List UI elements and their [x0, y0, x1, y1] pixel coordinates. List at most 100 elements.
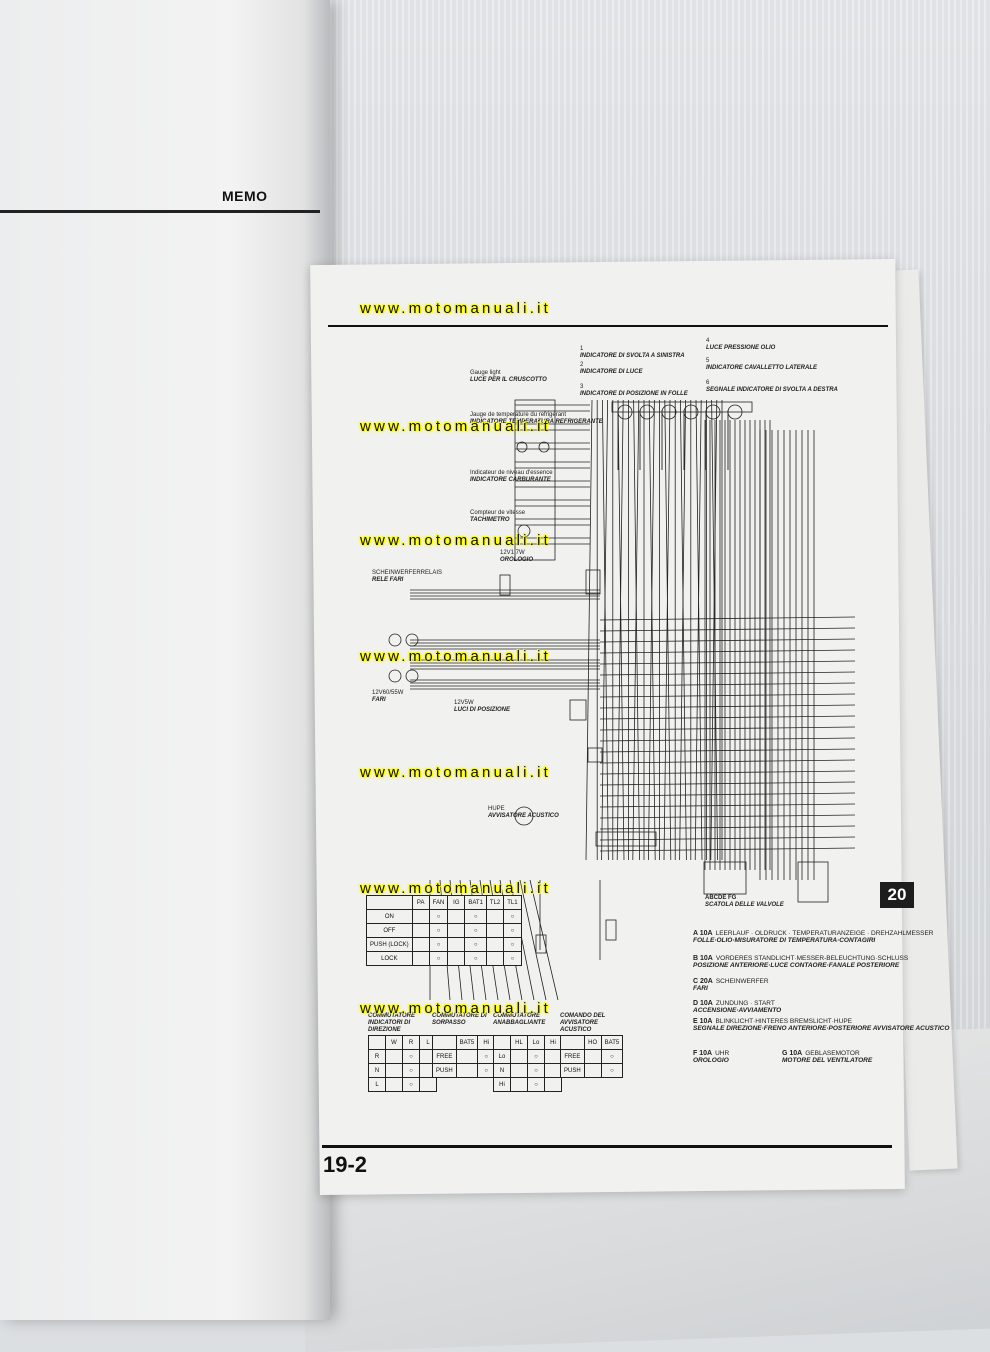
diagram-label-top: 12V5W	[454, 700, 474, 706]
switch-header-cell: HO	[583, 1035, 602, 1050]
switch-cell: ○	[402, 1049, 420, 1064]
watermark-text: www.motomanuali.it	[360, 418, 551, 435]
diagram-label-italic: LUCI DI POSIZIONE	[454, 707, 511, 713]
switch-row-label: N	[493, 1063, 511, 1078]
wire	[599, 726, 856, 731]
watermark-text: www.motomanuali.it	[360, 532, 551, 549]
switch-cell: ○	[464, 951, 487, 966]
footer-rule	[322, 1145, 892, 1148]
switch-cell	[485, 909, 505, 924]
connector	[535, 934, 547, 954]
wire	[599, 759, 856, 764]
switch-row-label: FREE	[432, 1049, 457, 1064]
switch-cell: ○	[503, 909, 522, 924]
switch-header-cell: W	[385, 1035, 403, 1050]
switch-row-label: Lo	[493, 1049, 511, 1064]
diagram-label-italic: INDICATORE CAVALLETTO LATERALE	[706, 365, 817, 371]
switch-cell: ○	[464, 909, 487, 924]
lamp-symbol	[388, 633, 402, 647]
wire	[599, 660, 856, 665]
fuse-line2: OROLOGIO	[693, 1057, 729, 1064]
valve-box-title: SCATOLA DELLE VALVOLE	[705, 902, 784, 908]
switch-title-text: COMMUTATORE ANABBAGLIANTE	[493, 1013, 546, 1026]
switch-cell	[385, 1049, 403, 1064]
watermark-text: www.motomanuali.it	[360, 648, 551, 665]
switch-title-text: COMMUTATORE INDICATORI DI DIREZIONE	[368, 1013, 415, 1033]
switch-cell	[447, 951, 466, 966]
fuse-id: G 10A	[782, 1050, 803, 1057]
wire	[599, 803, 856, 808]
switch-cell	[447, 937, 466, 952]
switch-row-label: ON	[366, 909, 413, 924]
diagram-label-italic: RELE FARI	[372, 577, 404, 583]
connector	[514, 399, 556, 561]
switch-title: COMMUTATORE DI SORPASSO	[432, 1013, 492, 1027]
section-tab[interactable]: 20	[880, 882, 914, 908]
memo-rule	[0, 210, 320, 213]
switch-cell	[485, 951, 505, 966]
fuse-line1: SCHEINWERFER	[715, 978, 769, 985]
diagram-label-italic: INDICATORE DI SVOLTA A SINISTRA	[580, 353, 685, 359]
diagram-label-italic: INDICATORE DI POSIZIONE IN FOLLE	[580, 391, 688, 397]
switch-cell: ○	[402, 1077, 420, 1092]
diagram-label-top: SCHEINWERFERRELAIS	[372, 570, 443, 576]
wire	[599, 638, 856, 643]
wire	[599, 770, 856, 775]
wire	[599, 693, 856, 698]
fuse-line1: LEERLAUF · OLDRUCK · TEMPERATURANZEIGE ·…	[715, 930, 934, 937]
switch-title: COMANDO DEL AVVISATORE ACUSTICO	[560, 1013, 620, 1034]
switch-row-label: LOCK	[366, 951, 413, 966]
switch-row-label: FREE	[560, 1049, 585, 1064]
switch-title: COMMUTATORE INDICATORI DI DIREZIONE	[368, 1013, 428, 1034]
switch-cell	[385, 1077, 403, 1092]
switch-cell	[583, 1063, 602, 1078]
switch-cell	[385, 1063, 403, 1078]
wire	[599, 649, 856, 654]
connector	[499, 574, 511, 596]
wire	[599, 627, 856, 632]
switch-cell	[510, 1049, 528, 1064]
lamp-symbol	[405, 633, 419, 647]
wire	[601, 399, 608, 861]
wire	[529, 879, 559, 1001]
switch-cell	[485, 937, 505, 952]
switch-cell: ○	[503, 951, 522, 966]
switch-cell: ○	[503, 937, 522, 952]
switch-cell	[411, 909, 430, 924]
wire	[599, 847, 856, 852]
fuse-line1: VORDERES STANDLICHT·MESSER-BELEUCHTUNG·S…	[715, 955, 909, 962]
switch-row-label: R	[368, 1049, 386, 1064]
diagram-label-top: Gauge light	[470, 370, 501, 376]
watermark-text: www.motomanuali.it	[360, 1000, 551, 1017]
diagram-label-top: 4	[706, 338, 710, 344]
fuse-line2: POSIZIONE ANTERIORE·LUCE CONTAORE·FANALE…	[693, 962, 900, 969]
wire	[633, 399, 640, 861]
switch-cell	[455, 1049, 479, 1064]
switch-cell	[419, 1077, 437, 1092]
switch-cell: ○	[600, 1063, 624, 1078]
switch-row-label: L	[368, 1077, 386, 1092]
watermark-text: www.motomanuali.it	[360, 880, 551, 897]
diagram-label-top: Compteur de vitesse	[470, 510, 526, 516]
fuse-line2: MOTORE DEL VENTILATORE	[782, 1057, 873, 1064]
switch-row-label: PUSH (LOCK)	[366, 937, 413, 952]
switch-header-cell: BAT1	[464, 895, 487, 910]
wire	[599, 792, 856, 797]
switch-cell	[510, 1077, 528, 1092]
diagram-label-italic: TACHIMETRO	[470, 517, 510, 523]
lamp-symbol	[514, 806, 534, 826]
diagram-label-italic: OROLOGIO	[500, 557, 533, 563]
wire	[599, 671, 856, 676]
